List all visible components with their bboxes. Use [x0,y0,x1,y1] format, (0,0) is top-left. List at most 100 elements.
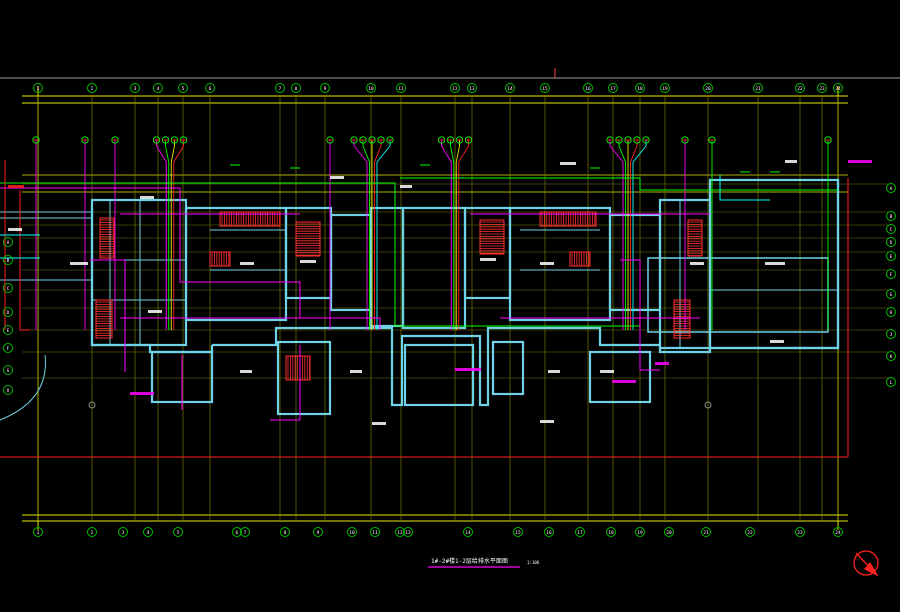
tag-mark [300,260,316,263]
riser-bundle [681,136,689,330]
axis-bubble-bottom-label: 10 [349,530,355,536]
axis-bubble-bottom: 22 [745,527,755,537]
axis-bubble-top-label: 20 [705,86,711,92]
axis-bubble-left-label: H [7,388,10,394]
axis-bubble-top: 6 [205,83,215,93]
axis-bubble-top: 11 [396,83,406,93]
axis-bubble-top: 1 [33,83,43,93]
axis-bubble-bottom: 7 [240,527,250,537]
axis-bubble-bottom-label: 21 [703,530,709,536]
riser-bundle [708,136,716,330]
axis-bubble-right: E [886,251,896,261]
axis-bubble-bottom-label: 20 [666,530,672,536]
stair-block [479,219,505,255]
axis-bubble-left-label: G [7,368,10,374]
axis-bubble-top-label: 1 [37,86,40,92]
axis-bubble-bottom-label: 8 [284,530,287,536]
riser-bundle [32,136,40,330]
axis-bubble-top-label: 24 [835,86,841,92]
axis-bubble-left: C [3,283,13,293]
axis-bubble-bottom: 15 [513,527,523,537]
riser-bundle [326,136,334,330]
axis-bubble-top-label: 13 [469,86,475,92]
axis-bubble-right-label: F [890,272,893,278]
stair-block [673,299,691,339]
axis-bubble-top-label: 11 [398,86,404,92]
axis-bubble-top-label: 12 [452,86,458,92]
axis-bubble-top: 23 [817,83,827,93]
tag-mark [655,362,669,365]
axis-bubble-bottom-label: 2 [91,530,94,536]
axis-bubble-right: K [886,351,896,361]
riser-bundle [606,136,650,330]
tag-mark [548,370,560,373]
axis-bubble-bottom-label: 24 [835,530,841,536]
axis-bubble-right: F [886,269,896,279]
column-markers [88,401,712,409]
axis-bubble-left-label: B [7,258,10,264]
axis-bubble-bottom: 11 [370,527,380,537]
axis-bubble-left: G [3,365,13,375]
axis-bubble-bottom: 24 [833,527,843,537]
axis-bubble-top: 21 [753,83,763,93]
axis-bubble-right-label: L [890,380,893,386]
axis-bubble-bottom: 13 [403,527,413,537]
axis-bubble-left-label: C [7,286,10,292]
riser-bundle [437,136,473,330]
axis-bubble-bottom-label: 6 [236,530,239,536]
axis-bubble-right-label: J [890,332,893,338]
tag-mark [600,370,614,373]
axis-bubble-right: J [886,329,896,339]
riser-bundle [824,136,832,330]
axis-bubble-bottom: 10 [347,527,357,537]
axis-bubble-top-label: 14 [507,86,513,92]
stair-block [95,299,113,339]
axis-bubble-bottom-label: 1 [37,530,40,536]
axis-bubble-right: G [886,289,896,299]
riser-bundle [111,136,119,330]
axis-bubble-right-label: K [890,354,893,360]
axis-bubble-bottom-label: 11 [372,530,378,536]
axis-bubble-top: 9 [320,83,330,93]
axis-bubble-bottom-label: 4 [147,530,150,536]
tag-mark [240,370,252,373]
axis-bubble-bottom-label: 14 [465,530,471,536]
axis-bubble-left: A [3,237,13,247]
axis-bubble-top: 16 [583,83,593,93]
axis-bubble-bottom-label: 23 [797,530,803,536]
axis-bubble-top-label: 6 [209,86,212,92]
axis-bubble-right-label: D [890,240,893,246]
axis-bubble-bottom: 17 [575,527,585,537]
tag-mark [540,262,554,265]
axis-bubble-top-label: 15 [542,86,548,92]
axis-bubble-bottom: 2 [87,527,97,537]
tag-mark [130,392,154,395]
boundary-line [0,68,900,458]
axis-bubble-top: 4 [153,83,163,93]
axis-bubble-top: 12 [450,83,460,93]
axis-bubble-bottom-label: 9 [317,530,320,536]
axis-bubble-bottom: 8 [280,527,290,537]
axis-bubble-top-label: 9 [324,86,327,92]
axis-bubble-top-label: 2 [91,86,94,92]
axis-bubble-top: 13 [467,83,477,93]
tag-mark [140,196,154,199]
axis-bubble-bottom-label: 18 [608,530,614,536]
axis-bubble-bottom: 1 [33,527,43,537]
axis-bubble-right-label: B [890,214,893,220]
axis-bubble-top-label: 18 [637,86,643,92]
axis-bubble-right: D [886,237,896,247]
axis-bubble-top-label: 22 [797,86,803,92]
axis-bubble-bottom: 19 [635,527,645,537]
north-arrow-icon [853,550,879,577]
drawing-scale: 1:100 [527,560,540,565]
tag-mark [765,262,785,265]
tag-mark [560,162,576,165]
tag-mark [455,368,481,371]
axis-bubble-bottom: 5 [173,527,183,537]
axis-bubble-bottom-label: 17 [577,530,583,536]
tag-mark [8,185,24,188]
tag-mark [350,370,362,373]
